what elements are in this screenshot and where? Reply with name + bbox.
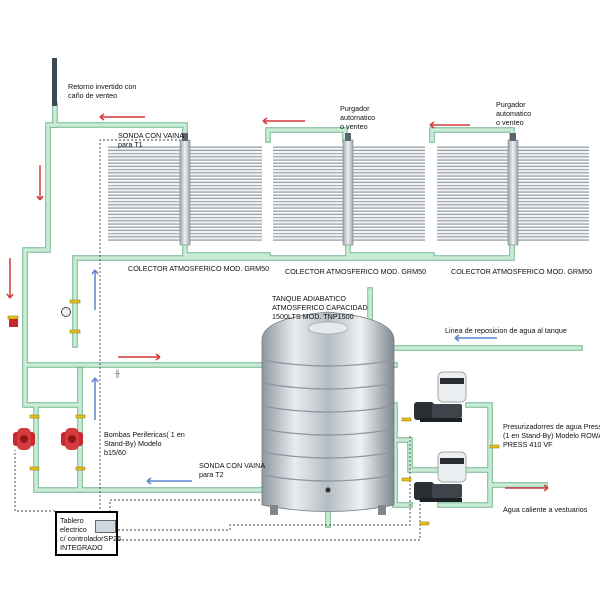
collectors-group xyxy=(108,133,589,246)
label-control-panel-line3: c/ controladorSP26 xyxy=(60,534,122,543)
label-purger-2: Purgador automatico o venteo xyxy=(340,104,375,131)
storage-tank xyxy=(261,311,395,515)
collector-1-tubes xyxy=(108,133,262,246)
label-hot-water: Agua caliente a vestuarios xyxy=(503,505,588,514)
label-control-panel-line2: electrico xyxy=(60,525,87,534)
label-tank-line1: TANQUE ADIABATICO xyxy=(272,294,347,303)
label-pumps-line3: b15/60 xyxy=(104,448,126,457)
label-collector-3: COLECTOR ATMOSFERICO MOD. GRM50 xyxy=(451,267,593,276)
collector-2-tubes xyxy=(273,133,425,246)
label-tank: TANQUE ADIABATICO ATMOSFERICO CAPACIDAD … xyxy=(272,294,368,321)
pressurizer-pump-1 xyxy=(414,371,467,422)
collector-3-header xyxy=(507,139,519,246)
collector-3-tubes xyxy=(437,133,589,246)
label-sensor-t1-line1: SONDA CON VAINA xyxy=(118,131,185,140)
label-sensor-t1: SONDA CON VAINA para T1 xyxy=(118,131,184,149)
label-purger-3-line1: Purgador xyxy=(496,100,526,109)
tick-marks: ╫ xyxy=(114,369,120,379)
pressurizer-pump-2 xyxy=(414,451,467,502)
label-purger-3-line2: automatico xyxy=(496,109,532,118)
label-pressurizers-line1: Presurizadorres de agua Press xyxy=(503,422,600,431)
collector-1-purger xyxy=(182,133,188,141)
control-wiring xyxy=(14,139,421,541)
label-control-panel-line4: INTEGRADO xyxy=(60,543,103,552)
label-pumps: Bombas Perifericas( 1 en Stand-By) Model… xyxy=(104,430,185,457)
label-purger-2-line2: automatico xyxy=(340,113,376,122)
label-purger-3: Purgador automatico o venteo xyxy=(496,100,531,127)
label-return-vent-line2: caño de venteo xyxy=(68,91,118,100)
label-collector-2: COLECTOR ATMOSFERICO MOD. GRM50 xyxy=(285,267,427,276)
label-refill-line: Linea de reposicion de agua al tanque xyxy=(445,326,567,335)
label-collector-1: COLECTOR ATMOSFERICO MOD. GRM50 xyxy=(128,264,270,273)
label-tank-line2: ATMOSFERICO CAPACIDAD xyxy=(272,303,368,312)
collector-1-header xyxy=(179,139,191,246)
collector-3-purger xyxy=(510,133,516,141)
flow-arrows xyxy=(6,113,549,492)
label-pressurizers-line2: (1 en Stand-By) Modelo ROWA xyxy=(503,431,600,440)
circulation-pump-1 xyxy=(13,428,35,450)
label-pumps-line1: Bombas Perifericas( 1 en xyxy=(104,430,185,439)
label-pressurizers-line3: PRESS 410 VF xyxy=(503,440,553,449)
valves xyxy=(7,299,500,526)
label-sensor-t2: SONDA CON VAINA para T2 xyxy=(199,461,265,479)
label-tank-line3: 1500LTS MOD. TNP1500 xyxy=(272,312,354,321)
label-pressurizers: Presurizadorres de agua Press (1 en Stan… xyxy=(503,422,600,449)
label-sensor-t1-line2: para T1 xyxy=(118,140,143,149)
label-sensor-t2-line2: para T2 xyxy=(199,470,224,479)
pressure-gauge xyxy=(61,307,71,317)
label-control-panel: Tablero electrico c/ controladorSP26 INT… xyxy=(60,516,121,552)
collector-2-header xyxy=(342,139,354,246)
label-return-vent-line1: Retorno invertido con xyxy=(68,82,137,91)
label-pumps-line2: Stand-By) Modelo xyxy=(104,439,162,448)
label-purger-2-line1: Purgador xyxy=(340,104,370,113)
label-return-vent: Retorno invertido con caño de venteo xyxy=(68,82,136,100)
circulation-pump-2 xyxy=(61,428,83,450)
collector-2-purger xyxy=(345,133,351,141)
vent-pipe xyxy=(52,58,57,106)
controller-display xyxy=(95,520,116,533)
label-purger-2-line3: o venteo xyxy=(340,122,368,131)
label-purger-3-line3: o venteo xyxy=(496,118,524,127)
expansion-valve xyxy=(9,319,18,327)
control-panel: Tablero electrico c/ controladorSP26 INT… xyxy=(55,511,121,556)
label-control-panel-line1: Tablero xyxy=(60,516,84,525)
label-sensor-t2-line1: SONDA CON VAINA xyxy=(199,461,266,470)
